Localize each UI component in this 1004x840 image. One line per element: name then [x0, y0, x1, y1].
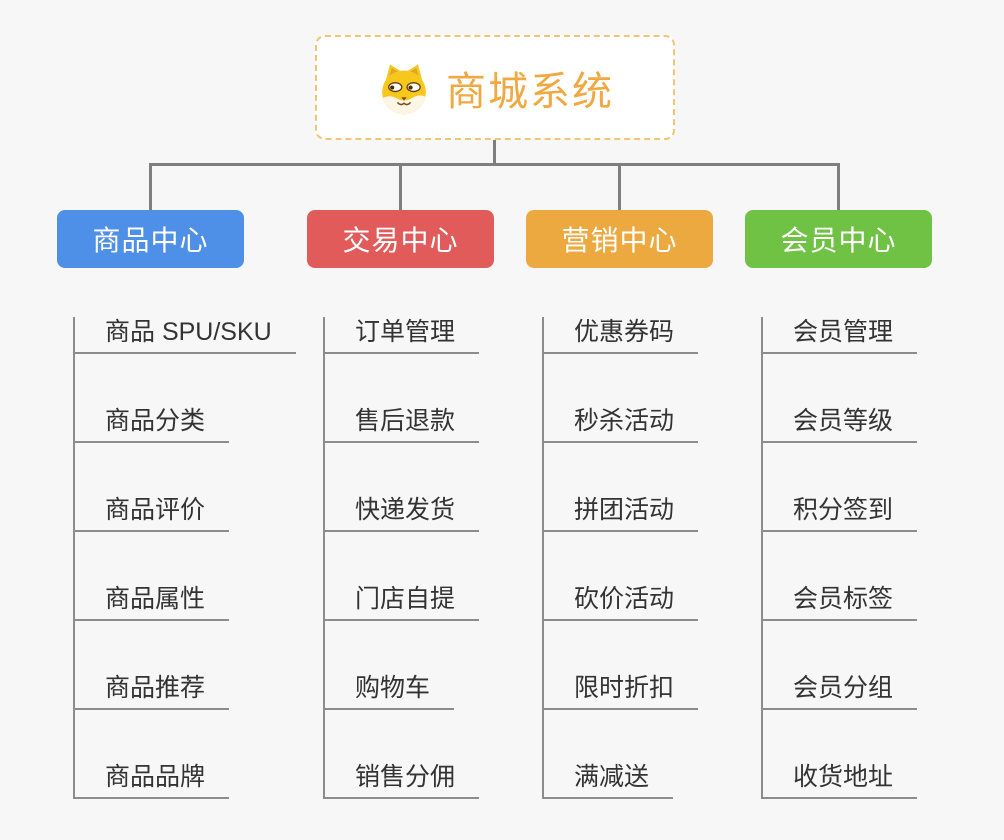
connector-root-stem — [493, 140, 496, 164]
connector-drop-branch-2 — [399, 163, 402, 210]
branch-marketing-center: 营销中心 优惠券码 秒杀活动 拼团活动 砍价活动 限时折扣 满减送 — [526, 210, 713, 799]
topic-node[interactable]: 会员管理 — [763, 317, 918, 354]
topic-node[interactable]: 会员等级 — [763, 406, 918, 443]
topic-node[interactable]: 购物车 — [325, 673, 455, 710]
branch-children-list: 订单管理 售后退款 快递发货 门店自提 购物车 销售分佣 — [323, 317, 480, 799]
topic-node[interactable]: 砍价活动 — [544, 584, 699, 621]
connector-drop-branch-3 — [618, 163, 621, 210]
branch-member-center: 会员中心 会员管理 会员等级 积分签到 会员标签 会员分组 收货地址 — [745, 210, 932, 799]
topic-node[interactable]: 拼团活动 — [544, 495, 699, 532]
topic-node[interactable]: 限时折扣 — [544, 673, 699, 710]
topic-node[interactable]: 售后退款 — [325, 406, 480, 443]
connector-drop-branch-1 — [149, 163, 152, 210]
topic-node[interactable]: 收货地址 — [763, 762, 918, 799]
topic-node[interactable]: 优惠券码 — [544, 317, 699, 354]
topic-node[interactable]: 销售分佣 — [325, 762, 480, 799]
root-title: 商城系统 — [446, 69, 614, 114]
topic-node[interactable]: 门店自提 — [325, 584, 480, 621]
topic-node[interactable]: 会员标签 — [763, 584, 918, 621]
topic-node[interactable]: 商品评价 — [75, 495, 230, 532]
topic-node[interactable]: 会员分组 — [763, 673, 918, 710]
connector-drop-branch-4 — [837, 163, 840, 210]
topic-node[interactable]: 订单管理 — [325, 317, 480, 354]
root-node[interactable]: 商城系统 — [315, 35, 675, 140]
topic-node[interactable]: 满减送 — [544, 762, 674, 799]
topic-node[interactable]: 快递发货 — [325, 495, 480, 532]
topic-node[interactable]: 商品推荐 — [75, 673, 230, 710]
branch-children-list: 优惠券码 秒杀活动 拼团活动 砍价活动 限时折扣 满减送 — [542, 317, 699, 799]
branch-node-product-center[interactable]: 商品中心 — [57, 210, 244, 268]
connector-horizontal-rail — [149, 163, 840, 166]
dog-face-icon — [376, 60, 432, 116]
branch-trade-center: 交易中心 订单管理 售后退款 快递发货 门店自提 购物车 销售分佣 — [307, 210, 494, 799]
topic-node[interactable]: 商品分类 — [75, 406, 230, 443]
branch-node-trade-center[interactable]: 交易中心 — [307, 210, 494, 268]
topic-node[interactable]: 秒杀活动 — [544, 406, 699, 443]
branch-node-member-center[interactable]: 会员中心 — [745, 210, 932, 268]
topic-node[interactable]: 积分签到 — [763, 495, 918, 532]
topic-node[interactable]: 商品属性 — [75, 584, 230, 621]
branch-children-list: 商品 SPU/SKU 商品分类 商品评价 商品属性 商品推荐 商品品牌 — [73, 317, 296, 799]
branch-product-center: 商品中心 商品 SPU/SKU 商品分类 商品评价 商品属性 商品推荐 商品品牌 — [57, 210, 296, 799]
topic-node[interactable]: 商品 SPU/SKU — [75, 317, 296, 354]
topic-node[interactable]: 商品品牌 — [75, 762, 230, 799]
branch-node-marketing-center[interactable]: 营销中心 — [526, 210, 713, 268]
branch-children-list: 会员管理 会员等级 积分签到 会员标签 会员分组 收货地址 — [761, 317, 918, 799]
